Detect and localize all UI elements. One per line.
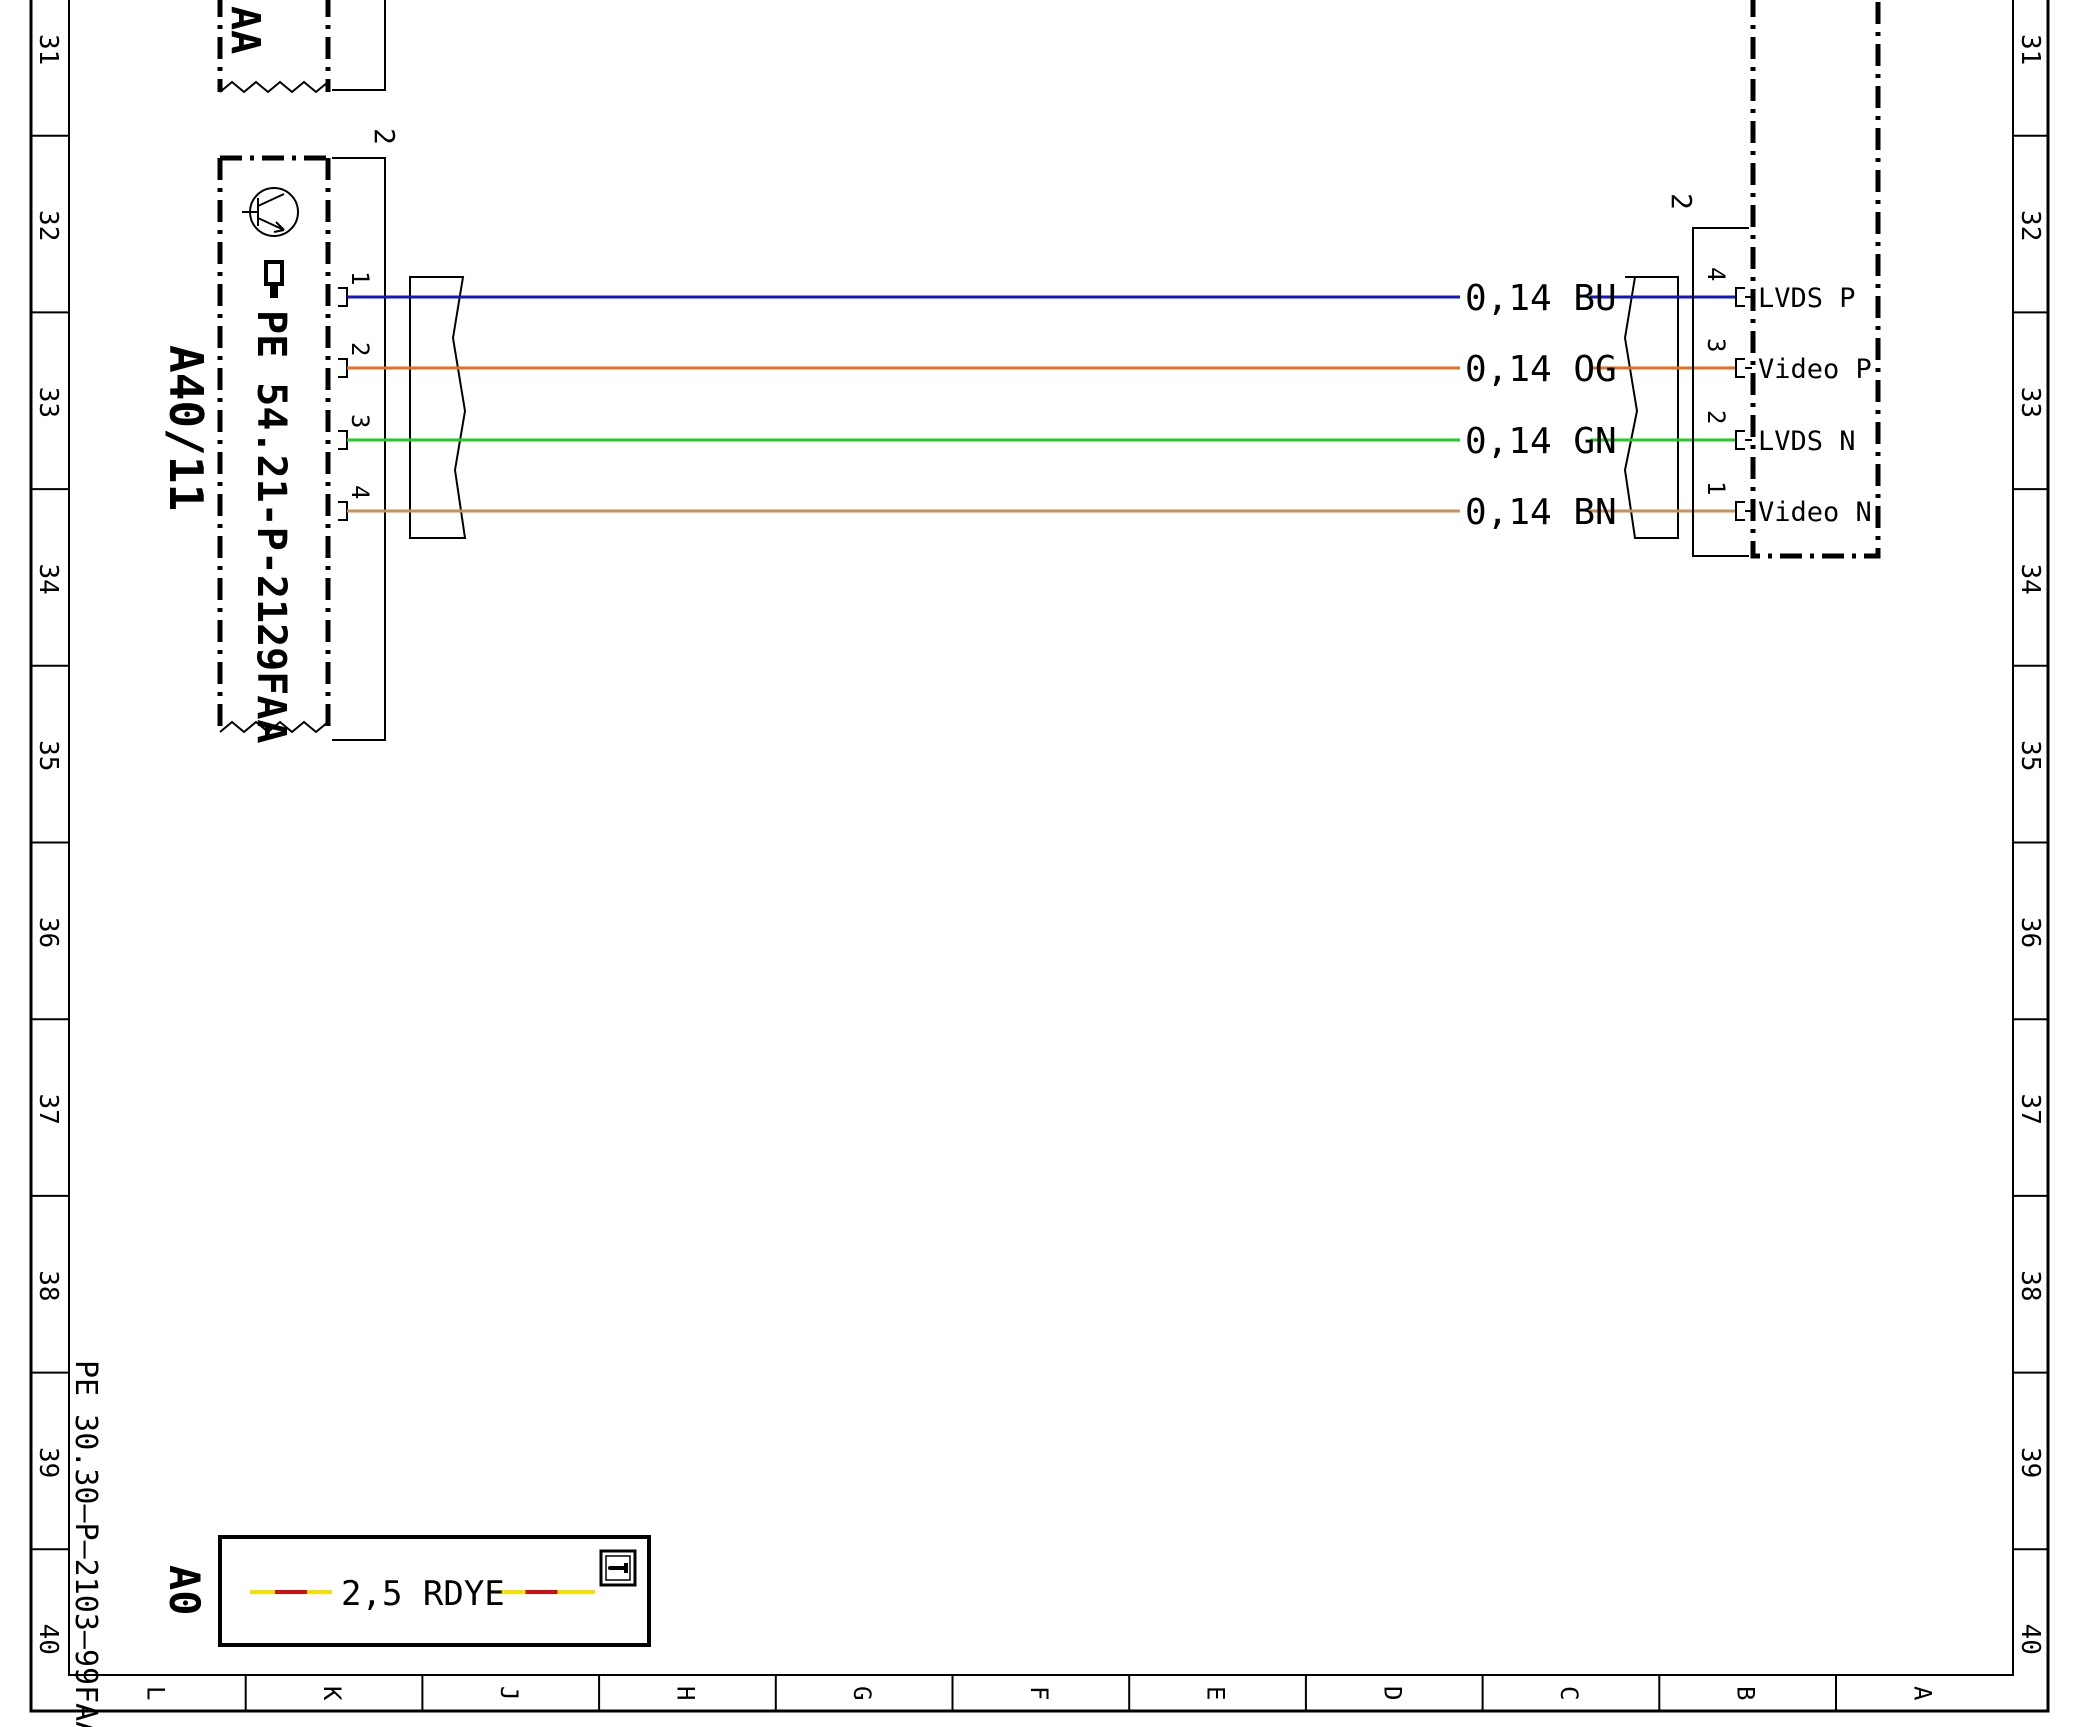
column-label: F: [1025, 1686, 1053, 1700]
row-label-left: 37: [33, 1094, 63, 1125]
row-label-right: 40: [2015, 1624, 2045, 1655]
row-label-left: 39: [33, 1447, 63, 1478]
left-pin-number: 4: [346, 485, 374, 499]
left-pin-socket: [338, 287, 348, 307]
inner-frame: [68, 0, 2014, 1676]
row-label-right: 39: [2015, 1447, 2045, 1478]
left-connector-reference: PE 54.21-P-2129FAA: [248, 310, 294, 743]
wires: 0,14 BU 0,14 OG 0,14 GN 0,14 BN: [347, 278, 1735, 533]
right-pin-label: Video N: [1758, 497, 1872, 528]
row-label-right: 31: [2015, 34, 2045, 65]
legend-wire-label: 2,5 RDYE: [341, 1574, 505, 1614]
right-pin-number: 4: [1702, 267, 1730, 281]
wire-label: 0,14 BN: [1465, 492, 1617, 533]
right-pin-label: LVDS N: [1758, 426, 1856, 457]
left-cable-shield: [409, 276, 467, 539]
column-label: E: [1202, 1686, 1230, 1700]
top-fragment-label: AA: [222, 6, 268, 54]
row-label-left: 35: [33, 740, 63, 771]
row-label-right: 38: [2015, 1270, 2045, 1301]
column-label: L: [141, 1686, 169, 1700]
row-label-left: 33: [33, 387, 63, 418]
right-pin-label: Video P: [1758, 354, 1872, 385]
row-label-right: 33: [2015, 387, 2045, 418]
left-pin-number: 2: [346, 342, 374, 356]
right-pin-socket: [1735, 501, 1752, 521]
column-label: A: [1908, 1686, 1936, 1701]
wire-label: 0,14 BU: [1465, 278, 1617, 319]
top-connector-fragment: AA: [217, 0, 386, 94]
column-label: B: [1732, 1686, 1760, 1700]
row-label-right: 36: [2015, 917, 2045, 948]
right-pin-label: LVDS P: [1758, 283, 1856, 314]
left-connector-designation: A40/11: [159, 345, 213, 511]
right-pin-socket: [1735, 430, 1752, 450]
row-label-right: 32: [2015, 210, 2045, 241]
right-pin-number: 3: [1702, 338, 1730, 352]
right-cable-shield: [1623, 276, 1679, 539]
left-pins: 1 2 3 4: [338, 271, 374, 521]
left-pin-number: 1: [346, 271, 374, 285]
left-pin-number: 3: [346, 414, 374, 428]
column-label: C: [1555, 1686, 1583, 1700]
row-label-left: 31: [33, 34, 63, 65]
row-label-left: 40: [33, 1624, 63, 1655]
row-label-right: 35: [2015, 740, 2045, 771]
info-icon: [599, 1549, 637, 1587]
row-label-left: 36: [33, 917, 63, 948]
row-label-left: 34: [33, 563, 63, 594]
left-group-number: 2: [368, 128, 401, 145]
column-label: K: [318, 1686, 346, 1701]
left-pin-socket: [338, 501, 348, 521]
column-label: G: [848, 1686, 876, 1700]
column-label: H: [671, 1686, 699, 1700]
left-connector: 2 PE 54.21-P-2129FAA A40/11 1 2 3 4: [159, 128, 401, 743]
right-group-number: 2: [1665, 193, 1698, 210]
transistor-icon: [242, 187, 299, 237]
outer-frame: [29, 0, 2050, 1713]
legend-code: A0: [160, 1565, 209, 1616]
row-label-left: 32: [33, 210, 63, 241]
right-pin-socket: [1735, 287, 1752, 307]
right-pin-socket: [1735, 358, 1752, 378]
hand-pointer-icon: [264, 260, 284, 298]
wire-label: 0,14 GN: [1465, 421, 1617, 462]
row-label-right: 37: [2015, 1094, 2045, 1125]
left-pin-socket: [338, 430, 348, 450]
right-pin-number: 1: [1702, 481, 1730, 495]
row-label-left: 38: [33, 1270, 63, 1301]
left-pin-socket: [338, 358, 348, 378]
column-label: D: [1378, 1686, 1406, 1700]
wire-label: 0,14 OG: [1465, 349, 1617, 390]
legend-box: A0 2,5 RDYE: [160, 1535, 651, 1647]
column-label: J: [495, 1686, 523, 1700]
sheet-reference: PE 30.30–P–2103–99FAA: [68, 1360, 103, 1727]
row-label-right: 34: [2015, 563, 2045, 594]
right-pin-number: 2: [1702, 410, 1730, 424]
